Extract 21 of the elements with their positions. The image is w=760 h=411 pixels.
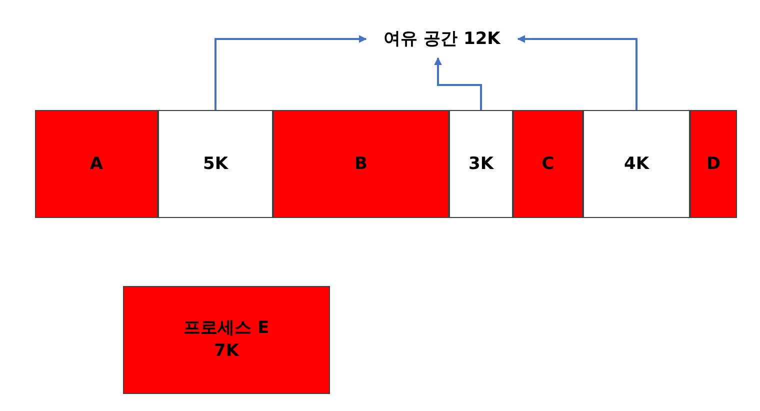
block-label: B (354, 152, 368, 176)
block-label: 프로세스 E (184, 317, 270, 340)
process-block (690, 110, 737, 218)
free-block (158, 110, 273, 218)
block-label: D (706, 152, 721, 176)
block-label: 4K (624, 152, 649, 176)
process-block (513, 110, 583, 218)
block-label: 3K (468, 152, 494, 176)
process-block (273, 110, 449, 218)
arrow (434, 57, 482, 110)
block-label: 7K (214, 340, 239, 363)
free-block (449, 110, 513, 218)
free-block (583, 110, 690, 218)
arrow (517, 35, 638, 110)
block-label: C (542, 152, 554, 176)
process-box (123, 286, 330, 394)
block-label: 5K (202, 152, 228, 176)
arrow (214, 35, 367, 110)
block-label: A (90, 152, 104, 176)
process-block (35, 110, 158, 218)
free-space-label: 여유 공간 12K (384, 28, 500, 50)
